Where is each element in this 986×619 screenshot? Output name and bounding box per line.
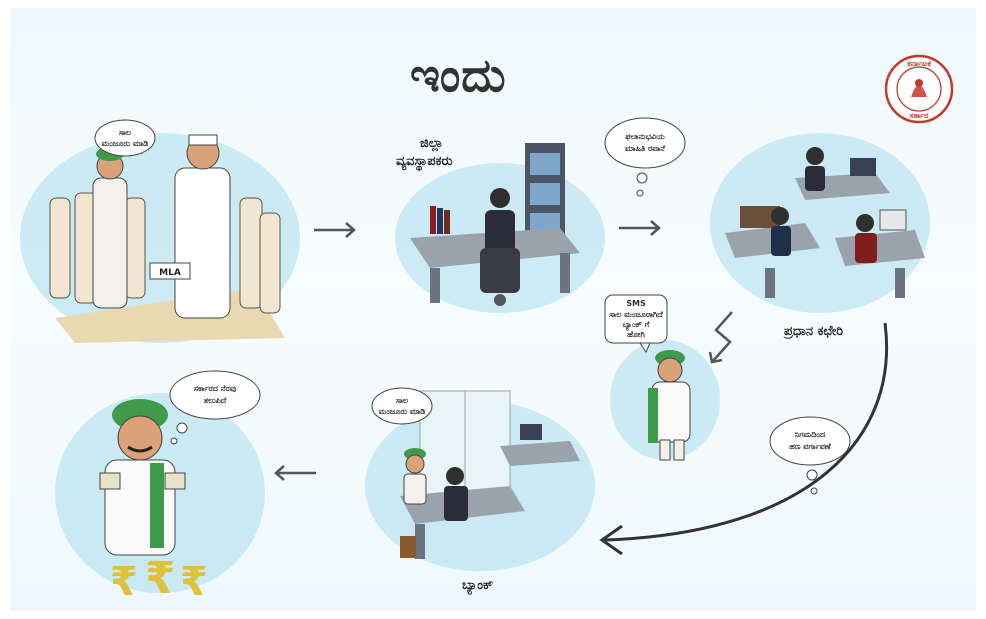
mla-sign: MLA [159,268,181,278]
sms-line3: ಬ್ಯಾಂಕ್ ಗೆ [623,320,650,331]
bank-request-line2: ಮಂಜೂರು ಮಾಡಿ [379,407,426,416]
bank-label: ಬ್ಯಾಂಕ್ [462,578,494,593]
page-title: ಇಂದು [410,48,507,102]
district-officer-label-line2: ವ್ಯವಸ್ಥಾಪಕರು [396,154,453,169]
corp-funds-thought-bubble: ನಿಗಮದಿಂದ ಹಣ ವರ್ಗಾವಣೆ [769,416,851,495]
arrow-left [274,465,316,481]
district-officer-illustration [395,143,605,313]
info-sent-line1: ಫಲಾನುಭವಿಯ [625,132,665,141]
rupee-symbol-3: ₹ [180,559,208,603]
sms-farmer-illustration: SMS ಸಾಲ ಮಂಜೂರಾಗಿದೆ ಬ್ಯಾಂಕ್ ಗೆ ಹೋಗಿ [604,294,720,461]
corp-funds-line2: ಹಣ ವರ್ಗಾವಣೆ [789,442,831,451]
happy-farmer-line1: ಸರ್ಕಾರದ ನೆರವು [194,384,237,393]
district-officer-label-line1: ಜಿಲ್ಲಾ [420,136,444,151]
happy-farmer-line2: ತಲುಪಿದೆ [204,396,227,405]
bank-request-line1: ಸಾಲ [396,396,409,405]
head-office-label: ಪ್ರಧಾನ ಕಛೇರಿ [784,324,844,339]
sms-line1: SMS [626,299,646,308]
rupee-symbols: ₹ ₹ ₹ [110,553,208,603]
karnataka-emblem: ಕರ್ನಾಟಕ ಸರ್ಕಾರ [884,54,954,124]
arrow-right-2 [619,220,661,236]
rupee-symbol-2: ₹ [145,553,176,603]
curved-arrow-to-bank [599,322,888,556]
bank-illustration: ಸಾಲ ಮಂಜೂರು ಮಾಡಿ [365,387,595,571]
farmer-request-line1: ಸಾಲ [119,128,132,137]
diagram-canvas: ಇಂದು ಕರ್ನಾಟಕ ಸರ್ಕಾರ MLA ಸಾಲ [10,8,976,611]
farmers-with-mla-illustration: MLA ಸಾಲ ಮಂಜೂರು ಮಾಡಿ [20,119,300,343]
head-office-illustration [710,133,930,313]
sms-line2: ಸಾಲ ಮಂಜೂರಾಗಿದೆ [609,310,663,319]
happy-farmer-illustration: ಸರ್ಕಾರದ ನೆರವು ತಲುಪಿದೆ [55,370,265,593]
zigzag-arrow [708,311,733,364]
corp-funds-line1: ನಿಗಮದಿಂದ [795,430,825,439]
info-sent-thought-bubble: ಫಲಾನುಭವಿಯ ಮಾಹಿತಿ ರವಾನೆ [604,117,686,197]
arrow-right-1 [314,222,356,238]
farmer-request-line2: ಮಂಜೂರು ಮಾಡಿ [102,139,149,148]
sms-line4: ಹೋಗಿ [627,330,645,339]
emblem-top-text: ಕರ್ನಾಟಕ [907,59,931,68]
emblem-bottom-text: ಸರ್ಕಾರ [909,111,929,120]
rupee-symbol-1: ₹ [110,559,138,603]
info-sent-line2: ಮಾಹಿತಿ ರವಾನೆ [625,144,666,153]
